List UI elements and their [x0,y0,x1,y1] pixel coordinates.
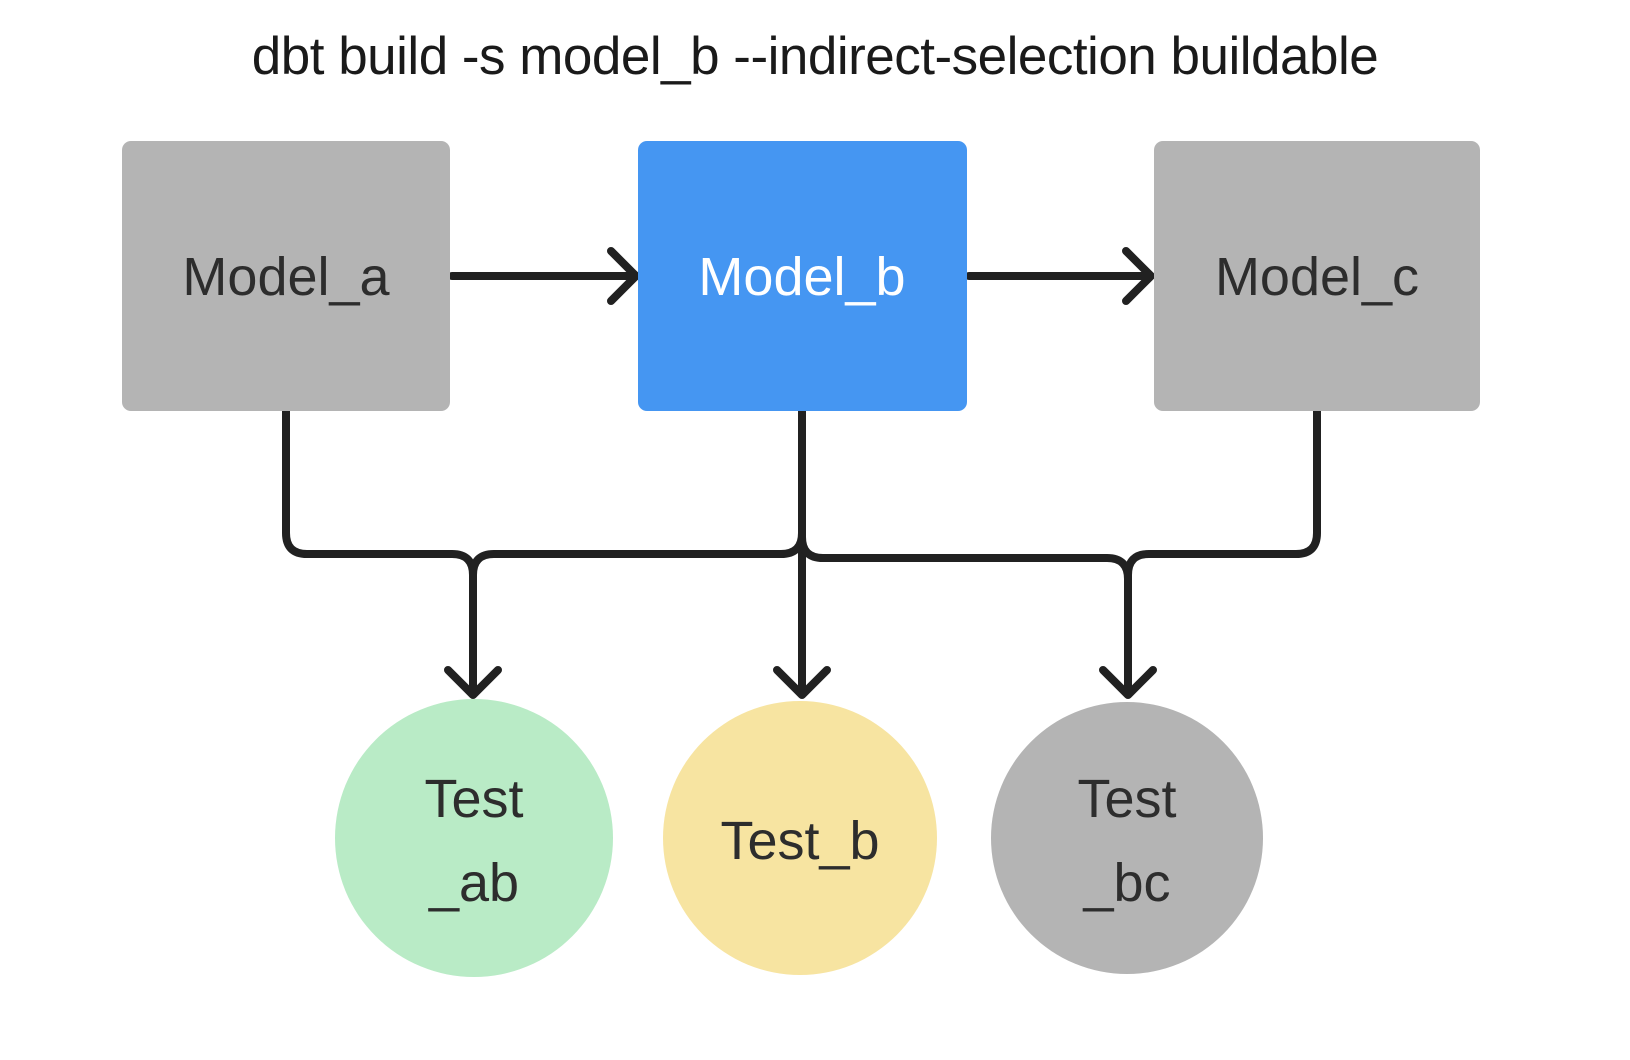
edge-model_a-to-model_b-arrow [448,247,640,305]
diagram-title: dbt build -s model_b --indirect-selectio… [251,27,1379,86]
edge-model_b-to-test_bc [798,407,1132,664]
node-test_b[interactable] [663,701,937,975]
edge-model_a-to-test_ab-arrow [282,407,502,699]
node-test_ab[interactable] [335,699,613,977]
node-model_a[interactable] [122,141,450,411]
edge-model_b-to-model_c-arrow [965,247,1155,305]
node-model_b[interactable] [638,141,967,411]
edge-model_c-to-test_bc-arrow [1099,407,1321,699]
edges-layer [282,247,1321,699]
node-test_bc[interactable] [991,702,1263,974]
node-model_c[interactable] [1154,141,1480,411]
edge-model_b-to-test_ab [469,407,806,664]
